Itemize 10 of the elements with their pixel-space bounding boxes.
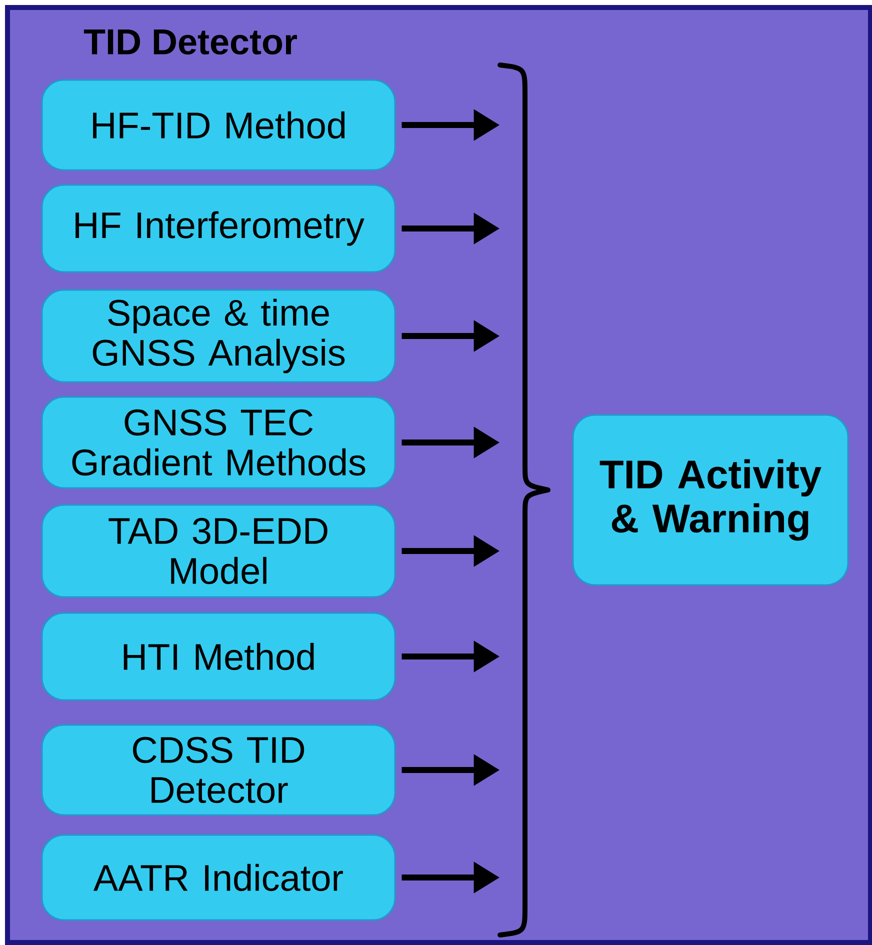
result-box: TID Activity & Warning — [572, 414, 849, 586]
method-box: HF Interferometry — [41, 184, 396, 273]
method-box: AATR Indicator — [41, 834, 396, 921]
method-box: HTI Method — [41, 612, 396, 701]
method-box: CDSS TID Detector — [41, 724, 396, 816]
brace — [498, 62, 550, 938]
method-box: TAD 3D-EDD Model — [41, 504, 396, 598]
method-box: GNSS TEC Gradient Methods — [41, 396, 396, 489]
method-box: HF-TID Method — [41, 79, 396, 171]
method-box: Space & time GNSS Analysis — [41, 289, 396, 383]
